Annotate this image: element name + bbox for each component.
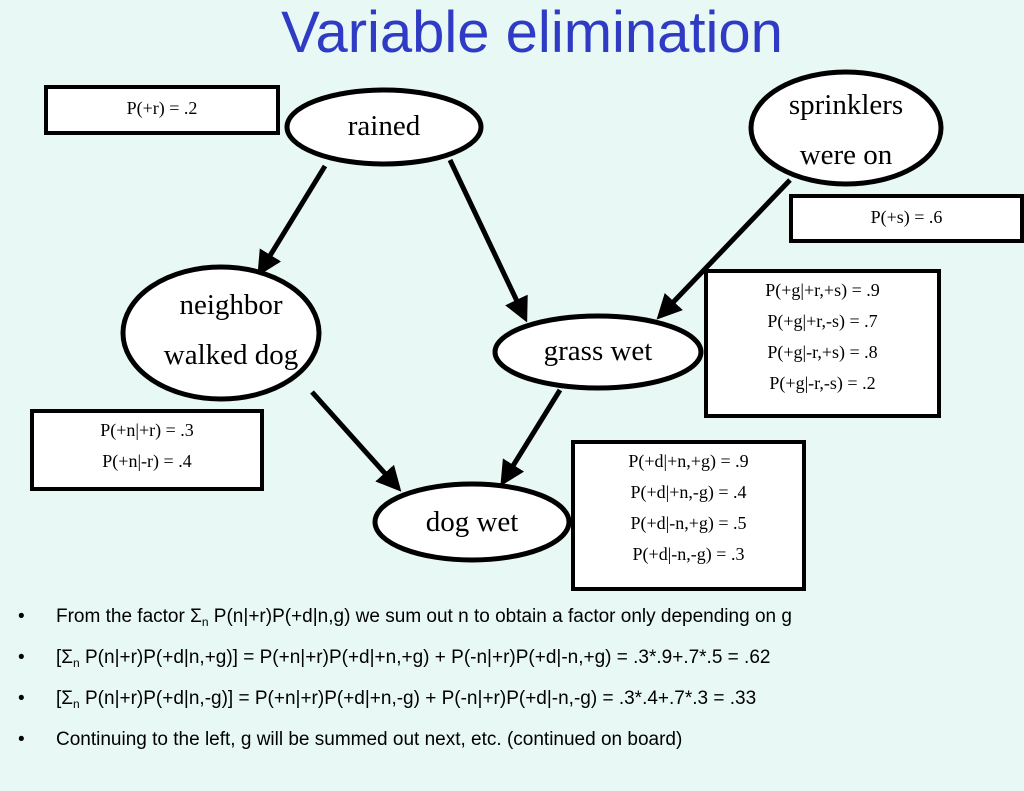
bullet-text: P(n|+r)P(+d|n,+g)] = P(+n|+r)P(+d|+n,+g)…: [79, 647, 771, 668]
node-neighbor: [120, 264, 322, 402]
node-text: sprinklers: [788, 89, 904, 121]
bullet-dot: •: [18, 729, 25, 750]
bullet-text: [Σ: [56, 647, 74, 668]
cpt-dog: P(+d|+n,+g) = .9 P(+d|+n,-g) = .4 P(+d|-…: [571, 440, 806, 591]
edge-rained-neighbor: [257, 164, 328, 277]
node-text: were on: [799, 139, 893, 171]
cpt-row: P(+d|+n,+g) = .9: [628, 451, 749, 471]
node-label-dog: dog wet: [372, 497, 572, 547]
bullet-subscript: n: [73, 656, 80, 670]
bullet-item: • [Σn P(n|+r)P(+d|n,-g)] = P(+n|+r)P(+d|+…: [16, 680, 1016, 721]
bullet-dot: •: [18, 647, 25, 668]
bullet-subscript: n: [73, 697, 80, 711]
node-label-rained: rained: [294, 101, 474, 151]
cpt-row: P(+d|-n,-g) = .3: [632, 544, 745, 564]
cpt-row: P(+g|-r,-s) = .2: [769, 373, 876, 393]
cpt-row: P(+d|+n,-g) = .4: [630, 482, 747, 502]
edge-grass-dog: [500, 388, 563, 487]
bullet-item: • From the factor Σn P(n|+r)P(+d|n,g) we …: [16, 598, 1016, 639]
bullet-dot: •: [18, 606, 25, 627]
bullet-item: • Continuing to the left, g will be summe…: [16, 721, 1016, 762]
bullet-text: From the factor Σ: [56, 606, 202, 627]
node-text: rained: [347, 110, 421, 142]
cpt-row: P(+g|+r,+s) = .9: [765, 280, 880, 300]
bullet-text: [Σ: [56, 688, 74, 709]
node-text: grass wet: [543, 335, 653, 367]
bullet-subscript: n: [201, 615, 209, 629]
bullet-item: • [Σn P(n|+r)P(+d|n,+g)] = P(+n|+r)P(+d|+…: [16, 639, 1016, 680]
cpt-row: P(+n|+r) = .3: [100, 420, 194, 440]
cpt-row: P(+g|+r,-s) = .7: [767, 311, 878, 331]
node-label-neighbor: neighbor walked dog: [131, 280, 331, 380]
bullet-text: P(n|+r)P(+d|n,g) we sum out n to obtain …: [208, 606, 792, 627]
node-rained: [284, 87, 484, 167]
node-label-sprinklers: sprinklers were on: [756, 80, 936, 180]
cpt-row: P(+s) = .6: [870, 207, 943, 227]
edge-rained-grass: [447, 158, 528, 323]
bullet-dot: •: [18, 688, 25, 709]
cpt-row: P(+g|-r,+s) = .8: [767, 342, 878, 362]
node-text: neighbor: [179, 289, 283, 321]
node-dog: [372, 481, 572, 563]
bullet-text: P(n|+r)P(+d|n,-g)] = P(+n|+r)P(+d|+n,-g)…: [79, 688, 757, 709]
slide-title: Variable elimination: [281, 0, 783, 65]
cpt-grass: P(+g|+r,+s) = .9 P(+g|+r,-s) = .7 P(+g|-…: [704, 269, 941, 418]
bullet-list: •From the factor Σn P(n|+r)P(+d|n,g) we …: [16, 598, 1016, 762]
bullet-text: Continuing to the left, g will be summed…: [56, 729, 683, 750]
cpt-rain: P(+r) = .2: [44, 85, 280, 135]
cpt-neighbor: P(+n|+r) = .3 P(+n|-r) = .4: [30, 409, 264, 491]
cpt-row: P(+n|-r) = .4: [102, 451, 192, 471]
edge-sprinklers-grass: [656, 178, 792, 320]
cpt-row: P(+r) = .2: [126, 98, 198, 118]
node-label-grass: grass wet: [498, 326, 698, 376]
node-sprinklers: [748, 69, 944, 187]
edge-neighbor-dog: [310, 390, 402, 492]
node-text: dog wet: [425, 506, 519, 538]
cpt-sprinklers: P(+s) = .6: [789, 194, 1024, 243]
cpt-row: P(+d|-n,+g) = .5: [630, 513, 747, 533]
node-grass: [492, 313, 704, 391]
node-text: walked dog: [163, 339, 299, 371]
